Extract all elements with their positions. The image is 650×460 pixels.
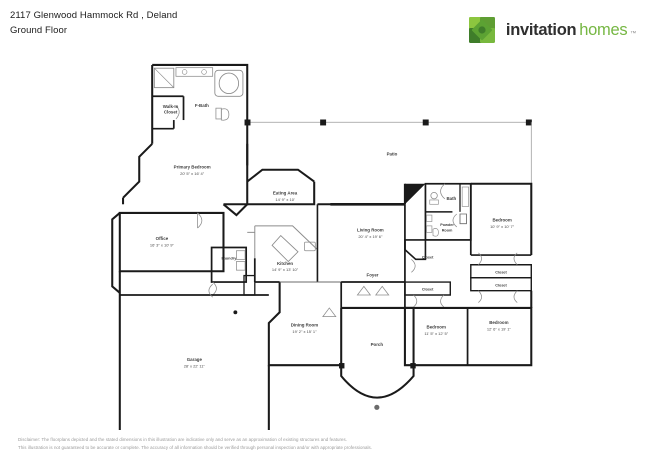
room-dim-bedroom-upper-right: 10' 9" x 10' 7" [490, 224, 515, 229]
page-title: 2117 Glenwood Hammock Rd , Deland Ground… [10, 8, 177, 38]
room-label-bedroom-lower-left: Bedroom [427, 324, 446, 329]
primary-suite-walls [122, 63, 249, 217]
room-label-bedroom-upper-right: Bedroom [492, 218, 511, 223]
room-label-kitchen: Kitchen [277, 261, 293, 266]
page-header: 2117 Glenwood Hammock Rd , Deland Ground… [0, 0, 650, 58]
room-label-office: Office [156, 236, 169, 241]
disclaimer-line-1: Disclaimer: The floorplans depicted and … [18, 437, 348, 442]
room-dim-bedroom-lower-right: 12' 6" x 19' 1" [487, 327, 512, 332]
angled-closet-walls [404, 239, 427, 273]
right-wing-walls [403, 182, 533, 367]
room-label-powder-room-line2: Room [442, 228, 453, 232]
room-label-bath: Bath [446, 196, 456, 201]
kitchen-eating-walls [246, 168, 318, 283]
room-label-eating-area: Eating Area [273, 191, 298, 196]
property-address: 2117 Glenwood Hammock Rd , Deland [10, 10, 178, 21]
brand-trademark: ™ [630, 30, 636, 37]
floor-label: Ground Floor [10, 25, 68, 36]
room-dim-garage: 28' x 22' 11" [184, 363, 206, 368]
floorplan-drawing: Walk-In Closet F-Bath Primary Bedroom 20… [0, 52, 650, 430]
room-dim-living-room: 20' 4" x 19' 6" [358, 234, 383, 239]
room-label-walk-in-closet-line1: Walk-In [163, 104, 179, 109]
room-label-foyer: Foyer [367, 273, 379, 278]
room-dim-kitchen: 14' 9" x 13' 10" [272, 267, 299, 272]
room-label-full-bath-primary: F-Bath [195, 103, 209, 108]
room-label-closet-right-1: Closet [495, 270, 507, 274]
room-dim-office: 16' 3" x 10' 9" [150, 242, 175, 247]
room-label-patio: Patio [387, 152, 398, 157]
room-dim-bedroom-lower-left: 11' 5" x 12' 5" [424, 331, 448, 336]
room-dim-primary-bedroom: 20' 5" x 16' 4" [180, 171, 205, 176]
dining-room-walls [267, 281, 343, 367]
office-walls [111, 211, 225, 295]
room-label-porch: Porch [371, 342, 384, 347]
room-label-powder-room-line1: Powder [440, 223, 454, 227]
room-label-closet-hall-1: Closet [422, 255, 434, 259]
room-label-dining-room: Dining Room [291, 322, 318, 327]
room-label-bedroom-lower-right: Bedroom [489, 320, 508, 325]
room-label-walk-in-closet-line2: Closet [164, 110, 178, 115]
garage-walls [118, 283, 270, 430]
disclaimer-text: Disclaimer: The floorplans depicted and … [18, 436, 628, 451]
brand-word-invitation: invitation [505, 20, 577, 39]
room-label-living-room: Living Room [357, 227, 384, 232]
room-dim-dining-room: 19' 2" x 15' 1" [292, 329, 317, 334]
room-labels: Walk-In Closet F-Bath Primary Bedroom 20… [150, 103, 515, 368]
room-label-laundry: Laundry [221, 256, 237, 260]
room-label-closet-hall-2: Closet [422, 288, 434, 292]
room-label-primary-bedroom: Primary Bedroom [174, 165, 211, 170]
room-label-closet-right-2: Closet [495, 283, 507, 287]
room-label-garage: Garage [187, 357, 203, 362]
disclaimer-line-2: This illustration is not guaranteed to b… [18, 444, 373, 450]
foyer-walls [340, 281, 406, 308]
brand-word-homes: homes [579, 20, 628, 39]
room-dim-eating-area: 14' 9" x 10' [275, 197, 295, 202]
porch-walls [339, 306, 416, 410]
invitation-homes-pinwheel-icon [465, 13, 499, 47]
